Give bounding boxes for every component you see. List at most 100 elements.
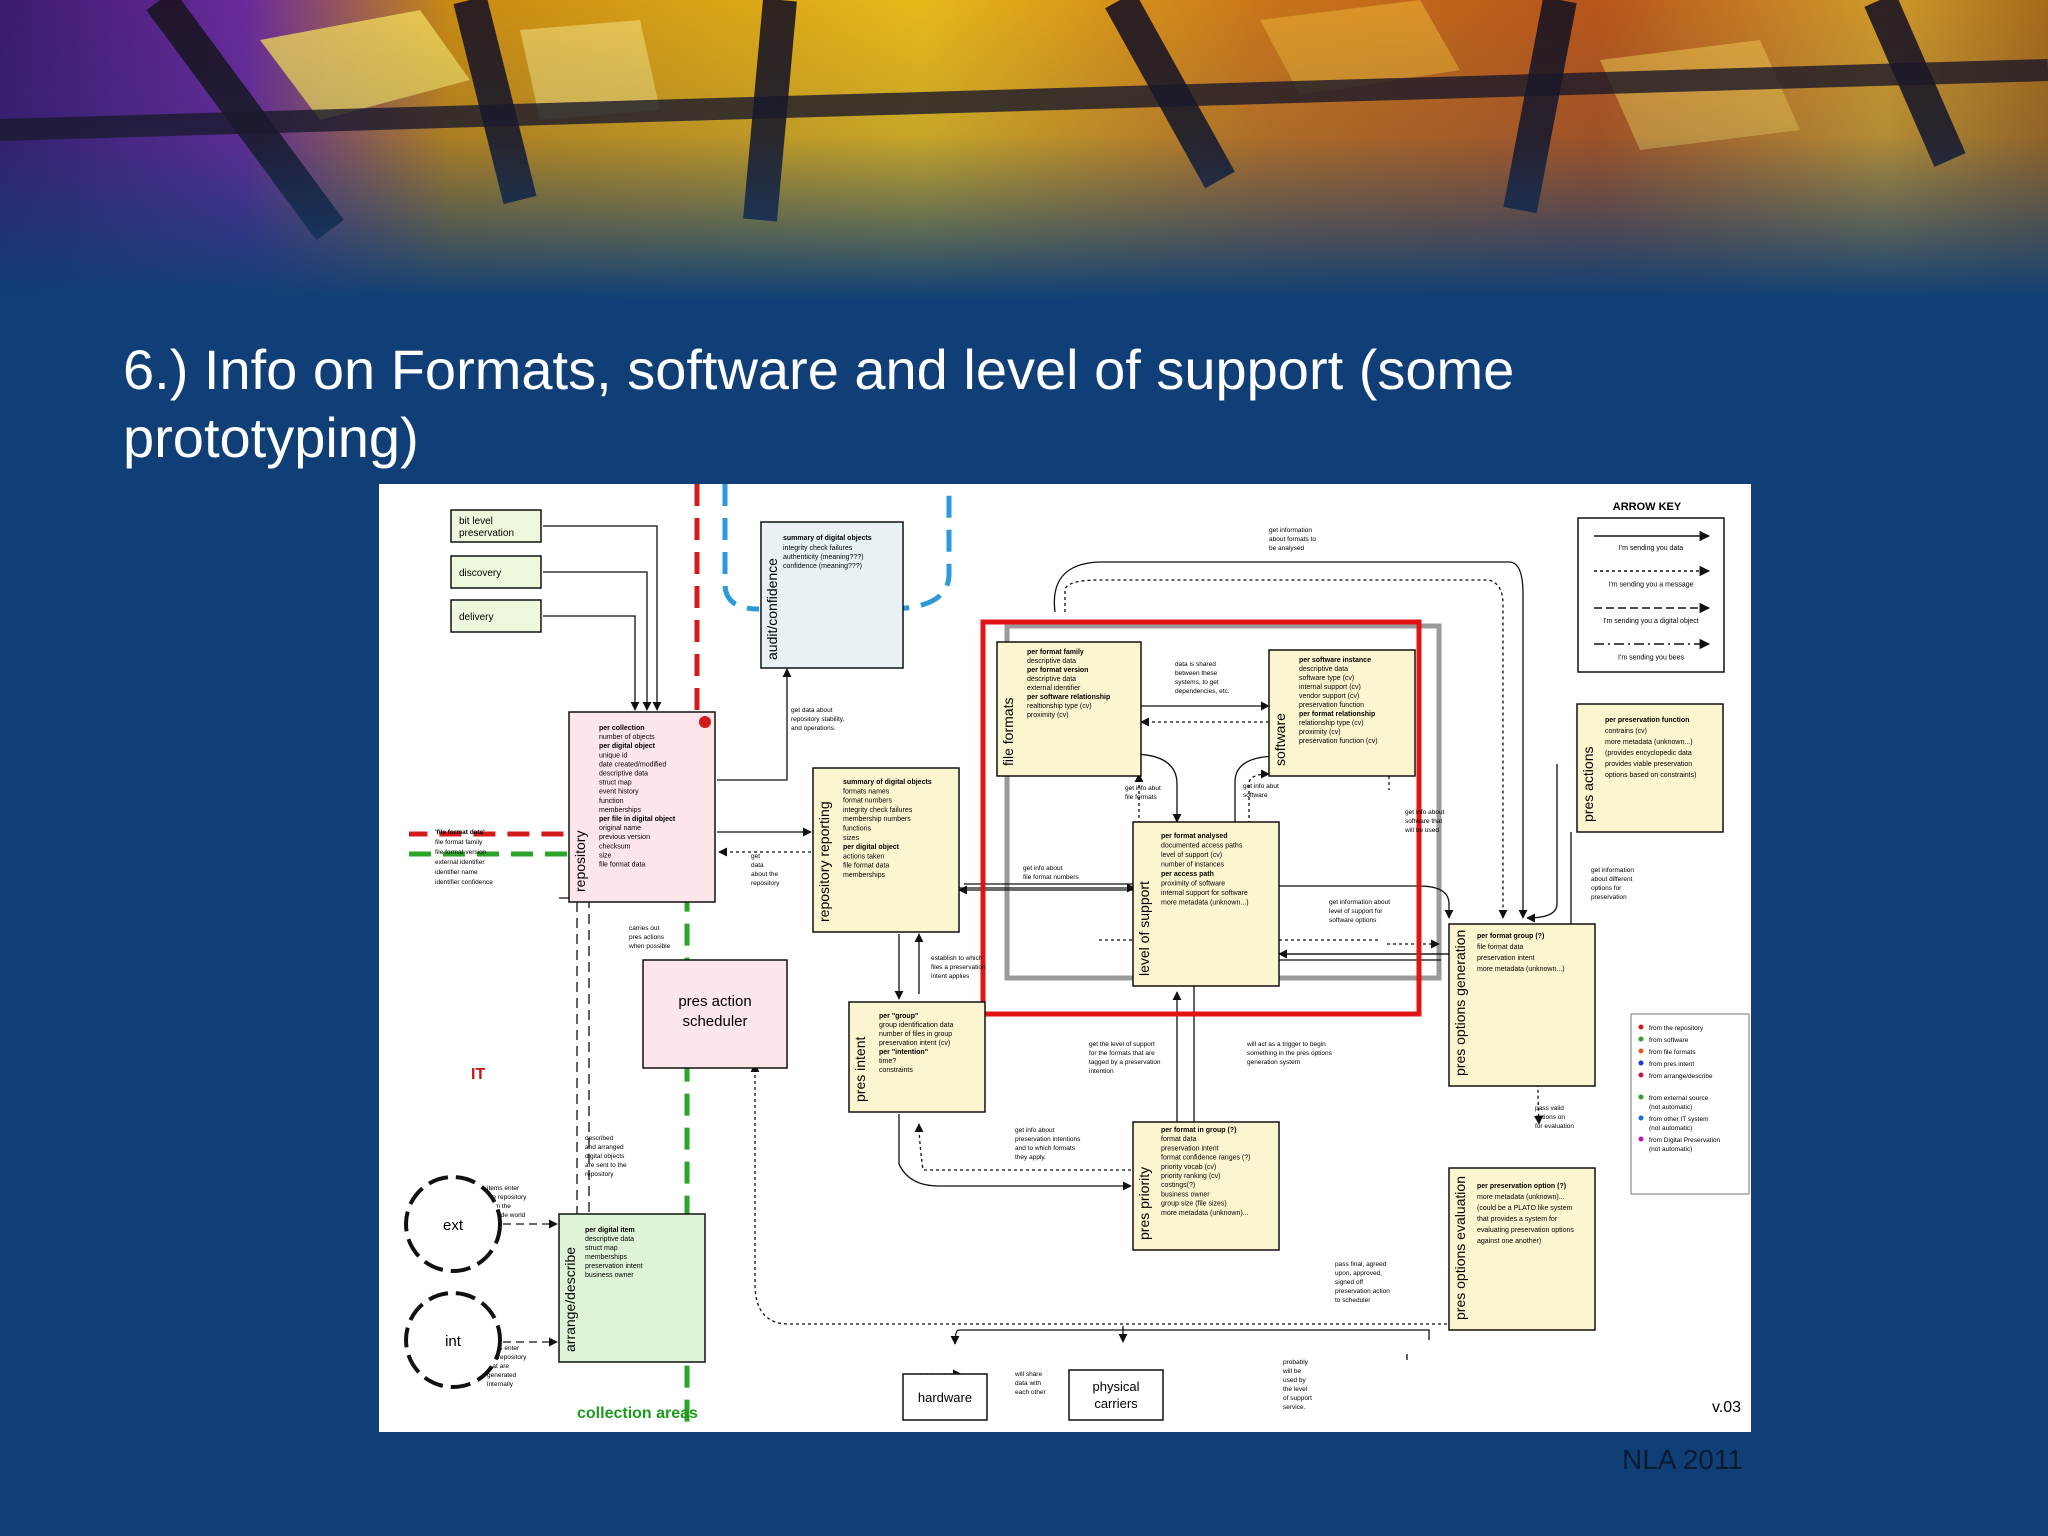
note-line: get info abut — [1125, 785, 1161, 792]
pres-priority-box-line: costings(?) — [1161, 1182, 1195, 1189]
note-line: each other — [1015, 1389, 1047, 1396]
software-box-label: software — [1272, 713, 1288, 766]
software-box-line: preservation function — [1299, 702, 1364, 709]
file-formats-box-line: per software relationship — [1027, 694, 1110, 701]
repository-reporting-box-line: format numbers — [843, 798, 893, 805]
arrange-describe-box-line: per digital item — [585, 1227, 635, 1234]
pres-action-scheduler-label: scheduler — [682, 1013, 747, 1030]
note-line: they apply. — [1015, 1154, 1046, 1161]
source-int: int — [404, 1291, 502, 1389]
note-line: for evaluation — [1535, 1123, 1574, 1130]
pres-options-evaluation-box-line: evaluating preservation options — [1477, 1227, 1574, 1234]
color-key-label: (not automatic) — [1649, 1104, 1692, 1111]
requirement-label: discovery — [459, 568, 501, 579]
pres-options-generation-box-line: file format data — [1477, 944, 1523, 951]
note-line: file formats — [1125, 794, 1158, 801]
pres-actions-box-line: (provides encyclopedic data — [1605, 750, 1692, 757]
file-formats-box-line: descriptive data — [1027, 658, 1076, 665]
arrange-describe-box-line: memberships — [585, 1254, 628, 1261]
software-box: software per software instance descriptive… — [1268, 649, 1416, 777]
repository-box-line: descriptive data — [599, 771, 648, 778]
note-line: are sent to the — [585, 1162, 627, 1169]
note-line: digital objects — [585, 1153, 625, 1160]
note-line: systems, to get — [1175, 679, 1219, 686]
note-line: preservation — [1591, 894, 1627, 901]
level-of-support-box-line: per access path — [1161, 871, 1214, 878]
source-ext: ext — [404, 1175, 502, 1273]
note-line: for the formats that are — [1089, 1050, 1155, 1057]
note-line: files a preservation — [931, 964, 986, 971]
file-formats-box-line: proximity (cv) — [1027, 712, 1069, 719]
slide-title: 6.) Info on Formats, software and level … — [123, 338, 1515, 469]
note-line: internally — [487, 1381, 514, 1388]
arrow-key-title: ARROW KEY — [1613, 501, 1682, 513]
software-box-line: software type (cv) — [1299, 675, 1354, 682]
note-line: and operations. — [791, 725, 836, 732]
note-line: will act as a trigger to begin — [1246, 1041, 1326, 1048]
pres-priority-box-line: per format in group (?) — [1161, 1127, 1236, 1134]
file-format-note-line: identifier confidence — [435, 879, 493, 886]
note-line: service. — [1283, 1404, 1306, 1411]
level-of-support-box-line: internal support for software — [1161, 890, 1248, 897]
note-line: get — [751, 853, 760, 860]
software-box-line: descriptive data — [1299, 666, 1348, 673]
pres-options-generation-box-line: per format group (?) — [1477, 933, 1544, 940]
file-format-note-line: file format family — [435, 839, 483, 846]
header-banner-image — [0, 0, 2048, 300]
pres-priority-box-line: more metadata (unknown)... — [1161, 1210, 1249, 1217]
repository-reporting-box-line: sizes — [843, 835, 859, 842]
file-formats-box-line: descriptive data — [1027, 676, 1076, 683]
pres-options-generation-box-line: more metadata (unknown...) — [1477, 966, 1565, 973]
arrange-describe-box-line: business owner — [585, 1272, 634, 1279]
note-line: of support — [1283, 1395, 1312, 1402]
note-line: signed off — [1335, 1279, 1363, 1286]
note-line: pass valid — [1535, 1105, 1564, 1112]
arrange-describe-box-line: descriptive data — [585, 1236, 634, 1243]
software-box-line: preservation function (cv) — [1299, 738, 1378, 745]
note-line: data with — [1015, 1380, 1041, 1387]
note-line: pres actions — [629, 934, 665, 941]
note-line: that are — [487, 1363, 509, 1370]
note-line: repository stability, — [791, 716, 845, 723]
note-line: and to which formats — [1015, 1145, 1076, 1152]
note-get-info-file-formats: get info abut file formats — [1125, 785, 1161, 801]
hardware-label: hardware — [918, 1390, 972, 1405]
pres-intent-box-line: time? — [879, 1058, 896, 1065]
pres-actions-box-line: options based on constraints) — [1605, 772, 1696, 779]
audit-line: authenticity (meaning???) — [783, 554, 864, 561]
requirement-label: preservation — [459, 528, 514, 539]
repository-reporting-box-line: actions taken — [843, 853, 884, 860]
note-line: about formats to — [1269, 536, 1316, 543]
note-line: outside world — [487, 1212, 526, 1219]
version-label: v.03 — [1712, 1399, 1741, 1416]
audit-heading: summary of digital objects — [783, 535, 872, 542]
repository-box-line: checksum — [599, 843, 631, 850]
note-line: intent applies — [931, 973, 970, 980]
audit-line: confidence (meaning???) — [783, 563, 862, 570]
pres-actions-box-line: contrains (cv) — [1605, 728, 1647, 735]
note-line: when possible — [628, 943, 671, 950]
note-line: to scheduler — [1335, 1297, 1371, 1304]
software-box-line: per software instance — [1299, 657, 1371, 664]
pres-priority-box-line: group size (file sizes) — [1161, 1201, 1227, 1208]
note-line: preservation intentions — [1015, 1136, 1081, 1143]
repository-reporting-box-line: file format data — [843, 863, 889, 870]
repository-reporting-box-line: per digital object — [843, 844, 900, 851]
note-line: described — [585, 1135, 614, 1142]
note-line: about different — [1591, 876, 1633, 883]
